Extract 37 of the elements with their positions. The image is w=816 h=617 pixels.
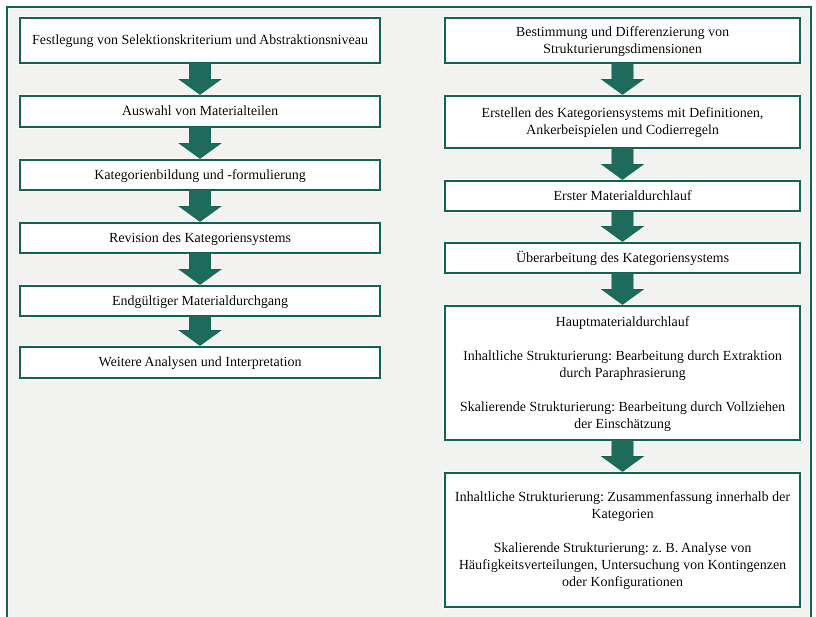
process-box (444, 180, 801, 212)
step-text: Skalierende Strukturierung: Bearbeitung durch Vollziehen der Einschätzung (458, 398, 786, 432)
process-box (19, 346, 381, 379)
step-text: Hauptmaterialdurchlauf (556, 314, 690, 330)
step-text: Weitere Analysen und Interpretation (98, 354, 302, 371)
step-text: Revision des Kategoriensystems (109, 230, 291, 246)
process-box (19, 222, 381, 254)
block-arrow (600, 274, 644, 305)
step-text: Auswahl von Materialteilen (122, 103, 278, 120)
block-arrow (178, 317, 222, 346)
process-box (19, 285, 381, 317)
step-text: Erster Materialdurchlauf (554, 188, 692, 204)
process-box (444, 17, 801, 64)
process-box (19, 95, 381, 128)
process-box (19, 17, 381, 64)
block-arrow (178, 64, 222, 95)
block-arrow (178, 254, 222, 285)
block-arrow (178, 128, 222, 159)
process-box (444, 95, 801, 149)
block-arrow (178, 191, 222, 222)
step-text: Inhaltliche Strukturierung: Zusammenfassung innerhalb der Kategorien (454, 489, 792, 523)
step-text: Kategorienbildung und -formulierung (94, 166, 306, 184)
process-box (444, 472, 801, 608)
step-text: Inhaltliche Strukturierung: Bearbeitung durch Extraktion durch Paraphrasierung (462, 348, 783, 382)
block-arrow (600, 441, 644, 472)
step-text: Überarbeitung des Kategoriensystems (516, 250, 730, 266)
step-text: Festlegung von Selektionskriterium und Abstraktionsniveau (32, 32, 368, 49)
block-arrow (600, 64, 644, 95)
step-text: Erstellen des Kategoriensystems mit Definitionen, Ankerbeispielen und Codierregeln (480, 105, 764, 139)
block-arrow (600, 212, 644, 242)
process-box (444, 305, 801, 441)
block-arrow (600, 149, 644, 180)
process-box (19, 159, 381, 191)
step-text: Skalierende Strukturierung: z. B. Analyse von Häufigkeitsverteilungen, Untersuchung von Kontingenzen oder Konfigurationen (458, 540, 788, 591)
step-text: Bestimmung und Differenzierung von Strukturierungsdimensionen (514, 24, 730, 58)
step-text: Endgültiger Materialdurchgang (112, 292, 288, 310)
process-box (444, 242, 801, 274)
